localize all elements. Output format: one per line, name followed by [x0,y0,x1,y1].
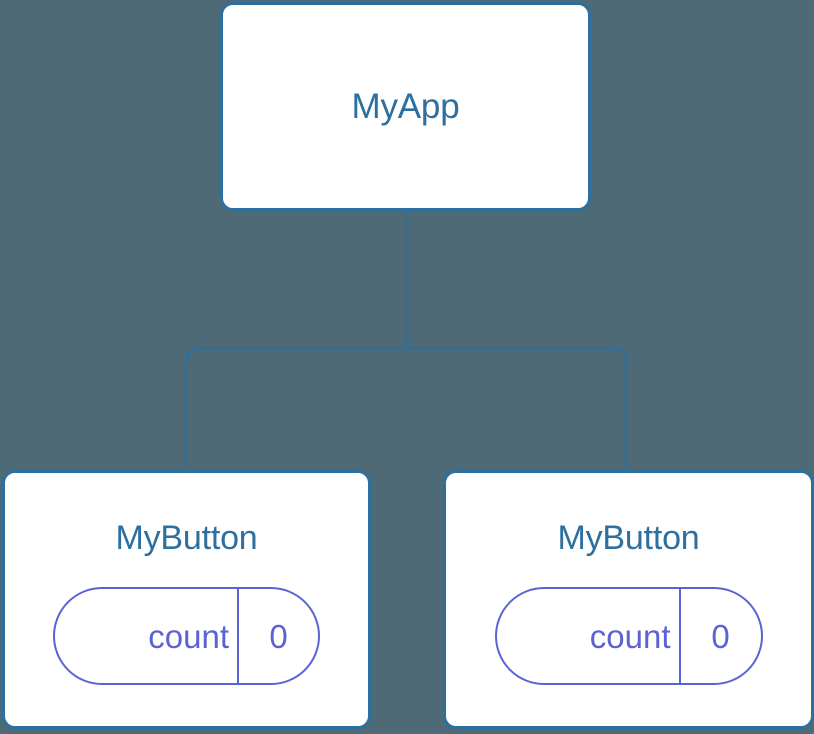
state-pill-1[interactable]: count 0 [53,587,320,685]
node-myapp-label: MyApp [351,87,460,126]
state-pill-1-value: 0 [269,617,288,655]
state-pill-2[interactable]: count 0 [494,587,763,685]
state-pill-2-divider [678,589,681,683]
state-pill-2-key: count [589,617,671,655]
connector-bracket [185,347,628,470]
node-mybutton-2-label: MyButton [557,519,700,557]
state-pill-1-divider [237,589,239,683]
node-myapp[interactable]: MyApp [220,2,591,211]
node-mybutton-1-label: MyButton [115,519,258,557]
state-pill-1-key: count [148,617,229,655]
node-mybutton-2[interactable]: MyButton count 0 [443,470,814,729]
node-mybutton-1[interactable]: MyButton count 0 [2,470,371,729]
state-pill-2-value: 0 [711,617,730,655]
